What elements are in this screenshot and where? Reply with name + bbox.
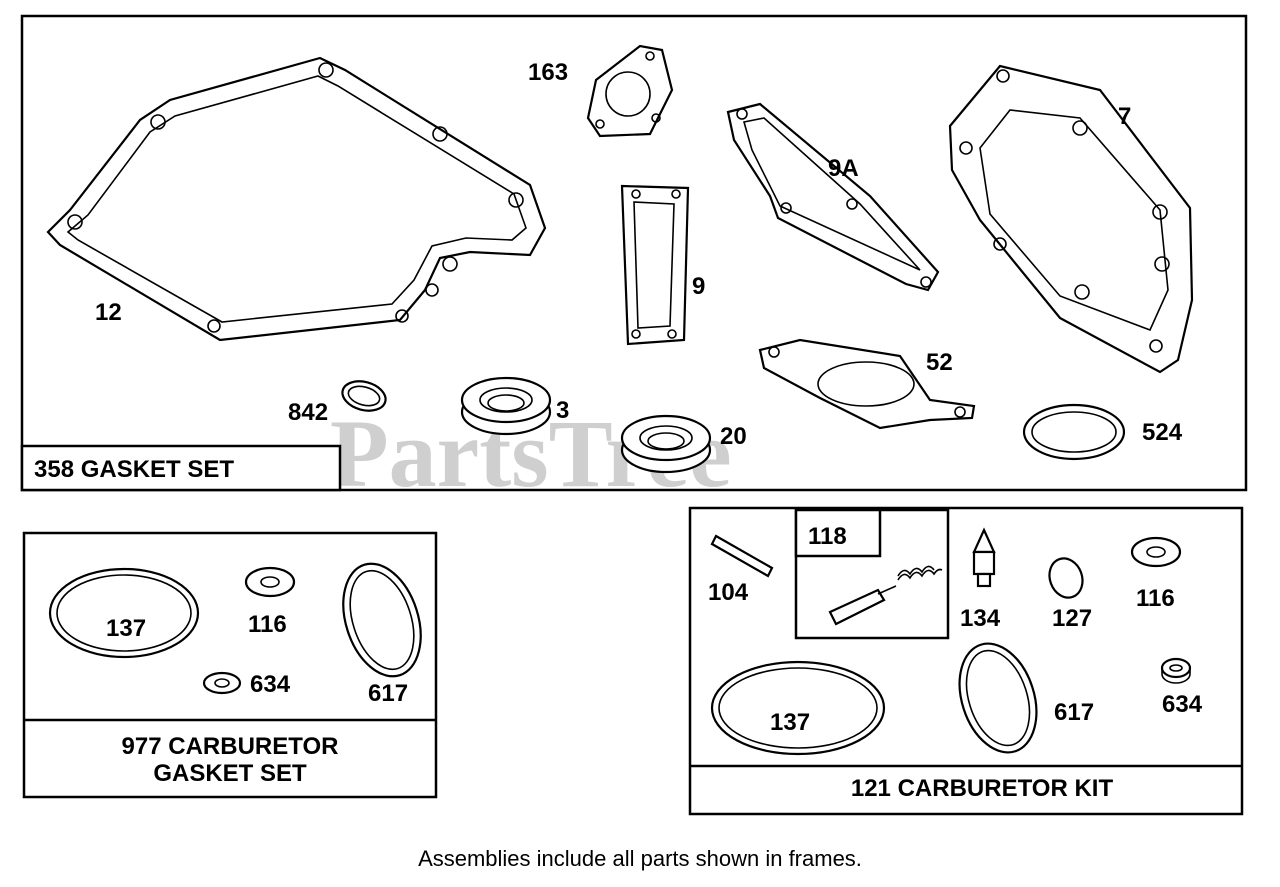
gasket-set-title-box: [20, 444, 342, 492]
label-617-kit: 617: [1054, 699, 1094, 726]
part-12-crankcase-gasket[interactable]: [46, 56, 547, 342]
part-634-washer[interactable]: [202, 671, 242, 695]
part-617-kit-ring[interactable]: [946, 634, 1049, 763]
label-12: 12: [95, 299, 122, 326]
carb-gasket-set-title-line1: 977 CARBURETOR: [122, 733, 339, 760]
label-116-kit: 116: [1136, 585, 1175, 612]
subframe-118-title-box: [794, 508, 882, 558]
part-118-needle-spring[interactable]: [828, 565, 943, 626]
part-134-float-needle[interactable]: [972, 527, 996, 588]
footnote: Assemblies include all parts shown in fr…: [418, 846, 862, 871]
part-7-head-gasket[interactable]: [948, 64, 1194, 374]
label-9: 9: [692, 273, 705, 300]
frame-carb-kit: 121 CARBURETOR KIT 118 104 134 127: [688, 506, 1244, 816]
label-9a: 9A: [828, 155, 859, 182]
frame-gasket-set: 358 GASKET SET 12 163: [20, 14, 1248, 492]
part-20-oil-seal[interactable]: [620, 414, 712, 474]
label-842: 842: [288, 399, 328, 426]
part-842-ring[interactable]: [339, 377, 389, 415]
part-52-gasket[interactable]: [758, 338, 976, 430]
part-127-plug[interactable]: [1044, 554, 1088, 603]
part-137-ring[interactable]: [48, 567, 200, 659]
part-116-kit-washer[interactable]: [1130, 536, 1182, 568]
frame-gasket-set-border: [20, 14, 1248, 492]
part-634-kit-washer[interactable]: [1160, 657, 1192, 684]
frame-carb-kit-border: [688, 506, 1244, 816]
frame-carb-gasket-set-border: [22, 531, 438, 799]
label-134: 134: [960, 605, 1001, 632]
carb-kit-title: 121 CARBURETOR KIT: [851, 775, 1114, 802]
part-524-ring[interactable]: [1022, 403, 1126, 461]
label-634-kit: 634: [1162, 691, 1203, 718]
label-20: 20: [720, 423, 747, 450]
part-116-washer[interactable]: [244, 566, 296, 598]
label-116: 116: [248, 611, 287, 638]
label-137-kit: 137: [770, 709, 810, 736]
frame-carb-gasket-set: 977 CARBURETOR GASKET SET 137 116 634 61…: [22, 531, 438, 799]
part-617-ring[interactable]: [330, 554, 434, 687]
label-3: 3: [556, 397, 569, 424]
label-524: 524: [1142, 419, 1183, 446]
part-137-kit-ring[interactable]: [710, 660, 886, 756]
part-104-pin[interactable]: [710, 534, 774, 578]
part-3-oil-seal[interactable]: [460, 376, 552, 436]
part-9a-gasket[interactable]: [726, 102, 940, 292]
label-634: 634: [250, 671, 291, 698]
subframe-118-title: 118: [808, 523, 847, 550]
label-127: 127: [1052, 605, 1092, 632]
label-7: 7: [1118, 103, 1131, 130]
label-137: 137: [106, 615, 146, 642]
gasket-set-title: 358 GASKET SET: [34, 456, 234, 483]
part-9-gasket[interactable]: [620, 184, 690, 346]
carb-gasket-set-title-line2: GASKET SET: [153, 760, 307, 787]
label-617: 617: [368, 680, 408, 707]
label-52: 52: [926, 349, 953, 376]
label-104: 104: [708, 579, 749, 606]
label-163: 163: [528, 59, 568, 86]
part-163-gasket[interactable]: [586, 44, 674, 138]
